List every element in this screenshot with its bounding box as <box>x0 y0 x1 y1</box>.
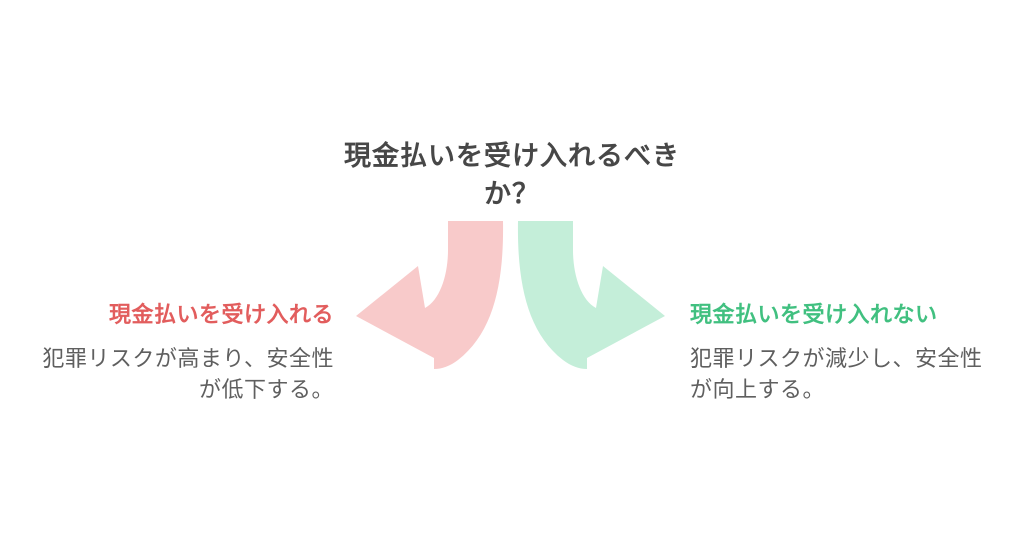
branch-reject-description-line-2: が向上する。 <box>690 378 826 403</box>
branch-accept-description: 犯罪リスクが高まり、安全性 が低下する。 <box>14 344 334 406</box>
branch-accept: 現金払いを受け入れる 犯罪リスクが高まり、安全性 が低下する。 <box>14 302 334 406</box>
curved-arrow-left-icon <box>356 221 504 369</box>
diagram-title-line-1: 現金払いを受け入れるべき <box>344 141 680 172</box>
branch-accept-description-line-1: 犯罪リスクが高まり、安全性 <box>42 347 334 372</box>
branch-accept-label: 現金払いを受け入れる <box>108 303 334 328</box>
branch-accept-description-line-2: が低下する。 <box>198 378 334 403</box>
branch-reject-description: 犯罪リスクが減少し、安全性 が向上する。 <box>690 344 1010 406</box>
curved-arrow-right-icon <box>517 221 665 369</box>
diagram-title: 現金払いを受け入れるべき か？ <box>0 138 1024 214</box>
branch-reject-label: 現金払いを受け入れない <box>690 303 938 328</box>
branch-reject: 現金払いを受け入れない 犯罪リスクが減少し、安全性 が向上する。 <box>690 302 1010 406</box>
diagram-title-line-2: か？ <box>484 179 540 210</box>
branch-reject-description-line-1: 犯罪リスクが減少し、安全性 <box>690 347 983 372</box>
